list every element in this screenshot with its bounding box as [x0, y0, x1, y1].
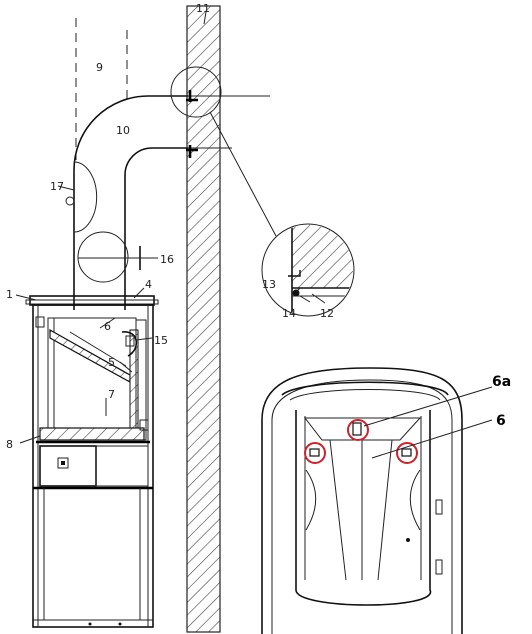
label-4: 4 [145, 278, 152, 291]
firebox-perspective-view [261, 367, 493, 634]
chimney-outline [75, 18, 128, 160]
label-11: 11 [196, 2, 210, 15]
pipe-detail-circle [77, 231, 129, 283]
highlight-circle-center [347, 419, 369, 441]
label-8: 8 [6, 438, 13, 451]
wall [186, 5, 221, 633]
label-6: 6 [104, 320, 111, 333]
label-16: 16 [160, 253, 174, 266]
label-12: 12 [320, 307, 334, 320]
label-6-detail: 6 [496, 413, 506, 429]
damper-knob [65, 161, 98, 233]
stove-body [25, 295, 159, 628]
label-7: 7 [108, 388, 115, 401]
highlight-circle-right [396, 442, 418, 464]
leader-lines [15, 11, 326, 444]
label-6a: 6a [492, 374, 511, 390]
label-17: 17 [50, 180, 64, 193]
label-13: 13 [262, 278, 276, 291]
highlight-circle-left [304, 442, 326, 464]
label-5: 5 [108, 356, 115, 369]
label-10: 10 [116, 124, 130, 137]
label-14: 14 [282, 307, 296, 320]
callout-labels: 1 4 6 15 5 7 8 9 10 11 16 17 13 14 12 6a… [6, 2, 511, 451]
label-9: 9 [96, 61, 103, 74]
label-1: 1 [6, 288, 13, 301]
flue-pipe-elbow [73, 90, 270, 300]
label-15: 15 [154, 334, 168, 347]
